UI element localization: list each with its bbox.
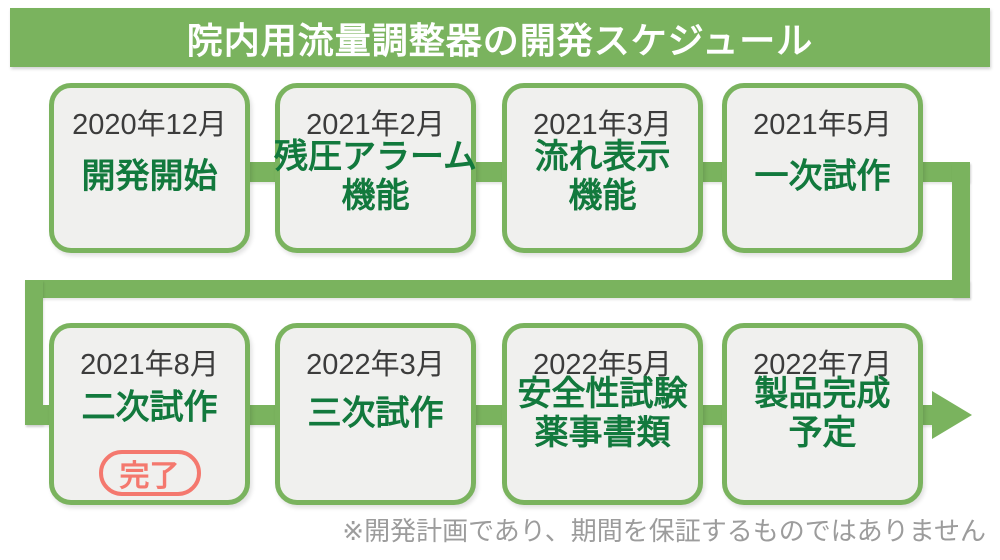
milestone-date: 2021年5月 bbox=[753, 109, 892, 141]
milestone-card-3: 2021年3月 流れ表示 機能 bbox=[502, 83, 703, 253]
connector-row2 bbox=[25, 405, 932, 425]
milestone-card-6: 2022年3月 三次試作 bbox=[275, 323, 476, 505]
milestone-date: 2021年8月 bbox=[80, 349, 219, 381]
milestone-card-4: 2021年5月 一次試作 bbox=[722, 83, 923, 253]
milestone-label: 流れ表示 機能 bbox=[534, 137, 671, 215]
milestone-label: 開発開始 bbox=[81, 157, 218, 196]
connector-right-down bbox=[952, 162, 970, 298]
milestone-label: 三次試作 bbox=[307, 394, 444, 433]
milestone-date: 2021年3月 bbox=[533, 109, 672, 141]
connector-return bbox=[25, 280, 970, 298]
milestone-date: 2020年12月 bbox=[72, 109, 227, 141]
title-banner: 院内用流量調整器の開発スケジュール bbox=[10, 8, 990, 67]
milestone-label: 二次試作 bbox=[81, 388, 218, 427]
milestone-card-8: 2022年7月 製品完成 予定 bbox=[722, 323, 923, 505]
milestone-card-1: 2020年12月 開発開始 bbox=[49, 83, 250, 253]
footer-note: ※開発計画であり、期間を保証するものではありません bbox=[342, 516, 986, 546]
milestone-label: 一次試作 bbox=[754, 157, 891, 196]
flow-arrow-icon bbox=[932, 391, 972, 439]
milestone-card-2: 2021年2月 残圧アラーム 機能 bbox=[274, 83, 477, 253]
milestone-card-5: 2021年8月 二次試作 完了 bbox=[49, 323, 250, 505]
milestone-date: 2022年7月 bbox=[753, 349, 892, 381]
milestone-date: 2022年3月 bbox=[306, 349, 445, 381]
connector-left-down bbox=[25, 280, 43, 425]
completion-badge: 完了 bbox=[98, 450, 201, 496]
milestone-label: 安全性試験 薬事書類 bbox=[517, 374, 688, 452]
milestone-card-7: 2022年5月 安全性試験 薬事書類 bbox=[502, 323, 703, 505]
milestone-label: 残圧アラーム 機能 bbox=[274, 137, 477, 215]
milestone-date: 2021年2月 bbox=[306, 109, 445, 141]
milestone-date: 2022年5月 bbox=[533, 349, 672, 381]
page-title: 院内用流量調整器の開発スケジュール bbox=[186, 19, 814, 61]
milestone-label: 製品完成 予定 bbox=[754, 374, 891, 452]
